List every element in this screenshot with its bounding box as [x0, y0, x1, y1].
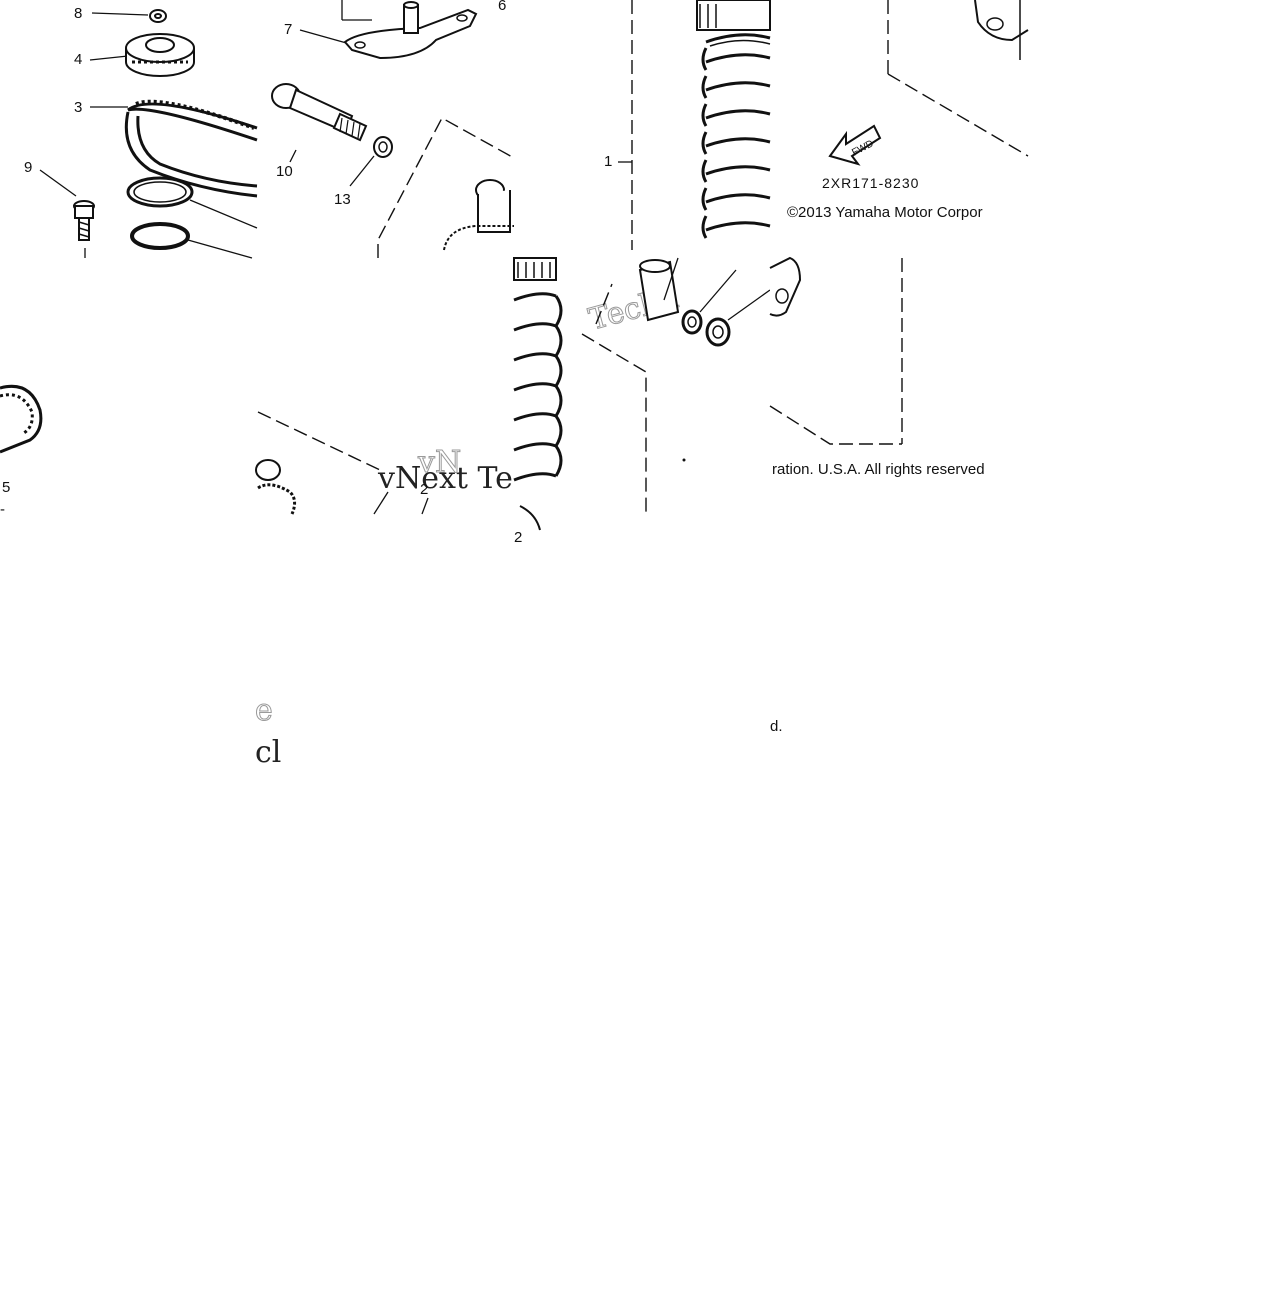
- watermark-e: e: [255, 693, 273, 728]
- callout-5: 5: [2, 479, 10, 496]
- watermark-vnext: vNext Te: [377, 461, 513, 496]
- tile-fwd-copyright: FWD 2XR171-8230 ©2013 Yamaha Motor Corpo…: [787, 0, 1029, 221]
- svg-text:-: -: [0, 501, 5, 518]
- shock-top-mount: [443, 179, 514, 251]
- seal-ring: [126, 176, 258, 259]
- spring-top-fragment: [255, 459, 297, 515]
- callout-9: 9: [24, 159, 32, 176]
- callout-7: 7: [284, 21, 292, 38]
- pulley-part-4: [125, 33, 195, 77]
- bolt-part-9: [73, 200, 95, 241]
- fwd-arrow-icon: FWD: [828, 124, 882, 166]
- lower-mount-bracket: [769, 256, 802, 317]
- copyright-left: ©2013 Yamaha Motor Corpor: [787, 204, 983, 221]
- tile-lower-mount: ration. U.S.A. All rights reserved d.: [769, 256, 985, 735]
- tile-bracket-bolt: 6 7 10 13: [271, 0, 515, 258]
- tile-shock-absorber: 1: [604, 0, 771, 250]
- callout-13: 13: [334, 191, 351, 208]
- callout-2: 2: [514, 529, 522, 546]
- copyright-right: ration. U.S.A. All rights reserved: [772, 461, 985, 478]
- bracket-part-7: [343, 1, 478, 60]
- svg-text:2: 2: [420, 481, 428, 498]
- callout-6: 6: [498, 0, 506, 14]
- tile-belt-fragment: 5 -: [0, 384, 43, 518]
- lower-spring-coils: [513, 257, 563, 531]
- callout-8: 8: [74, 5, 82, 22]
- shock-spring-part-1: [696, 0, 771, 239]
- drive-belt-part-3: [124, 99, 258, 198]
- tile-watermark-middle: vNext Te vN e cl: [255, 411, 513, 770]
- callout-3: 3: [74, 99, 82, 116]
- watermark-c: cl: [255, 735, 281, 770]
- tile-belt-pulley: 8 4 3 9: [24, 5, 258, 259]
- watermark-vn: vN: [417, 445, 461, 480]
- collar-parts: [638, 257, 771, 347]
- copyright-fragment: d.: [770, 718, 783, 735]
- callout-1: 1: [604, 153, 612, 170]
- callout-4: 4: [74, 51, 82, 68]
- pivot-pin-part-10: [271, 83, 368, 142]
- callout-10: 10: [276, 163, 293, 180]
- diagram-code: 2XR171-8230: [822, 175, 919, 191]
- tile-lower-shock: Techn 2 2: [420, 257, 771, 546]
